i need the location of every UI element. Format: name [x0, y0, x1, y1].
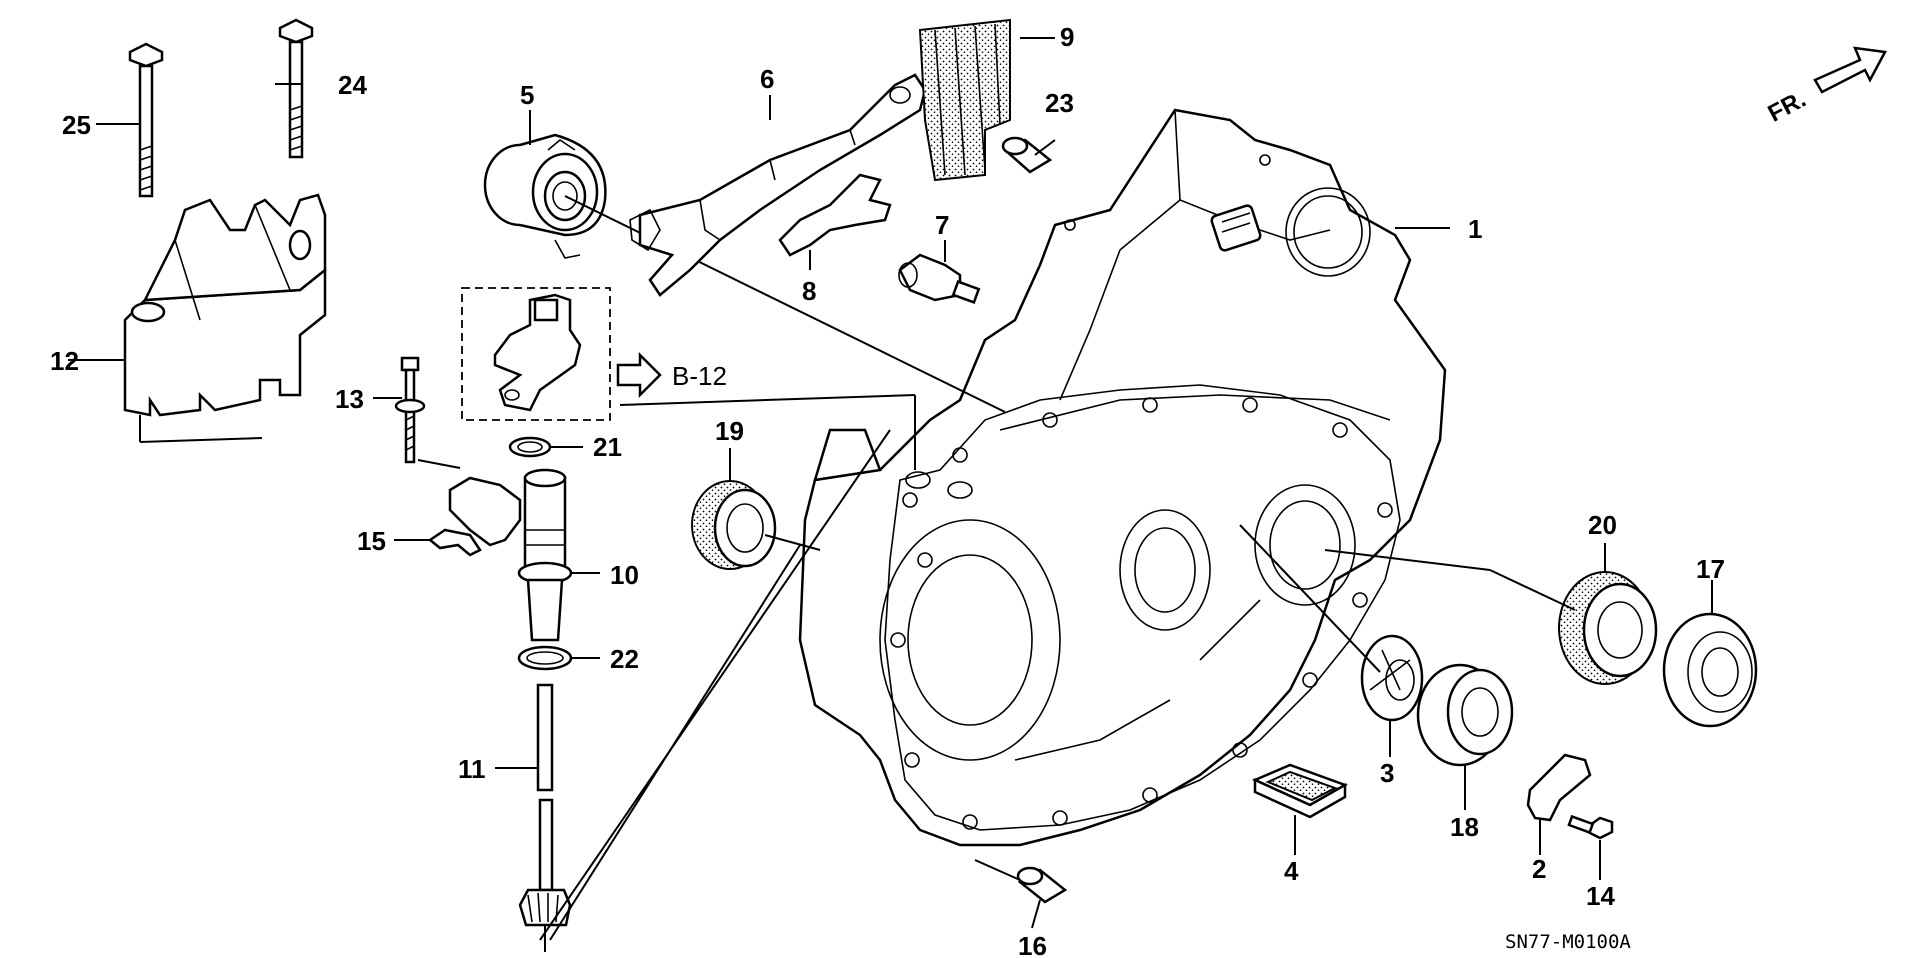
release-fork	[629, 73, 927, 297]
section-reference-label: B-12	[672, 361, 727, 391]
magnet-4	[1251, 763, 1348, 819]
reference-arrow-icon	[616, 351, 662, 399]
o-ring-21	[508, 436, 552, 458]
drawing-code: SN77-M0100A	[1505, 931, 1631, 953]
release-fork-boot	[918, 18, 1011, 182]
callout-4: 4	[1284, 856, 1299, 886]
callout-10: 10	[610, 560, 639, 590]
bearing-19-axis	[764, 534, 821, 551]
front-direction-arrow-icon	[1813, 46, 1887, 94]
dowel-16-axis	[974, 859, 1021, 881]
speedometer-gear-shaft	[518, 683, 572, 927]
callout-16: 16	[1018, 931, 1047, 958]
bracket-base-line	[139, 437, 263, 443]
ref-line-d	[619, 394, 916, 406]
callout-25: 25	[62, 110, 91, 140]
callout-11: 11	[458, 754, 486, 784]
o-ring-22	[517, 645, 573, 671]
callout-5: 5	[520, 80, 534, 110]
callout-3: 3	[1380, 758, 1394, 788]
sensor-reference-box	[461, 287, 611, 421]
callout-22: 22	[610, 644, 639, 674]
ref-line-a	[539, 429, 891, 941]
callout-labels: 1 2 3 4 5 6 7 8 9 10 11 12 13 14 15 16 1…	[50, 22, 1725, 958]
callout-6: 6	[760, 64, 774, 94]
callout-13: 13	[335, 384, 364, 414]
bolt-25	[128, 42, 164, 198]
dowel-pin-23	[1001, 136, 1053, 174]
release-fork-spring	[778, 173, 892, 257]
callout-17: 17	[1696, 554, 1725, 584]
release-bearing	[483, 133, 607, 259]
callout-20: 20	[1588, 510, 1617, 540]
bolt-24	[278, 18, 314, 159]
plate-2	[1526, 753, 1592, 822]
leader-lines	[68, 37, 1713, 929]
clip-15	[427, 528, 482, 557]
callout-2: 2	[1532, 854, 1546, 884]
bearing-19	[691, 480, 777, 570]
oil-guide-plate-3	[1360, 634, 1424, 722]
back-up-light-switch	[898, 253, 981, 304]
callout-9: 9	[1060, 22, 1074, 52]
bolt-13	[394, 356, 426, 464]
callout-19: 19	[715, 416, 744, 446]
bearing-20-axis	[1324, 549, 1491, 571]
front-direction-label: FR.	[1764, 86, 1811, 128]
bolt-14	[1567, 814, 1614, 840]
callout-12: 12	[50, 346, 79, 376]
dowel-pin-16	[1016, 866, 1068, 904]
callout-14: 14	[1586, 881, 1615, 911]
bearing-20-axis-2	[1489, 569, 1576, 611]
callout-21: 21	[593, 432, 622, 462]
callout-8: 8	[802, 276, 816, 306]
bearing-17	[1662, 612, 1758, 728]
callout-1: 1	[1468, 214, 1482, 244]
speed-sensor-holder	[448, 468, 573, 642]
clutch-housing	[798, 108, 1447, 847]
bearing-18	[1416, 663, 1514, 767]
bearing-axis-line	[564, 195, 1006, 413]
callout-23: 23	[1045, 88, 1074, 118]
seal-axis-line	[1239, 524, 1381, 673]
ref-line-c	[417, 459, 461, 469]
callout-7: 7	[935, 210, 949, 240]
callout-15: 15	[357, 526, 386, 556]
ref-line-b	[549, 544, 801, 941]
callout-18: 18	[1450, 812, 1479, 842]
shift-lever-bracket	[123, 193, 327, 417]
bearing-20	[1558, 571, 1658, 685]
callout-24: 24	[338, 70, 367, 100]
